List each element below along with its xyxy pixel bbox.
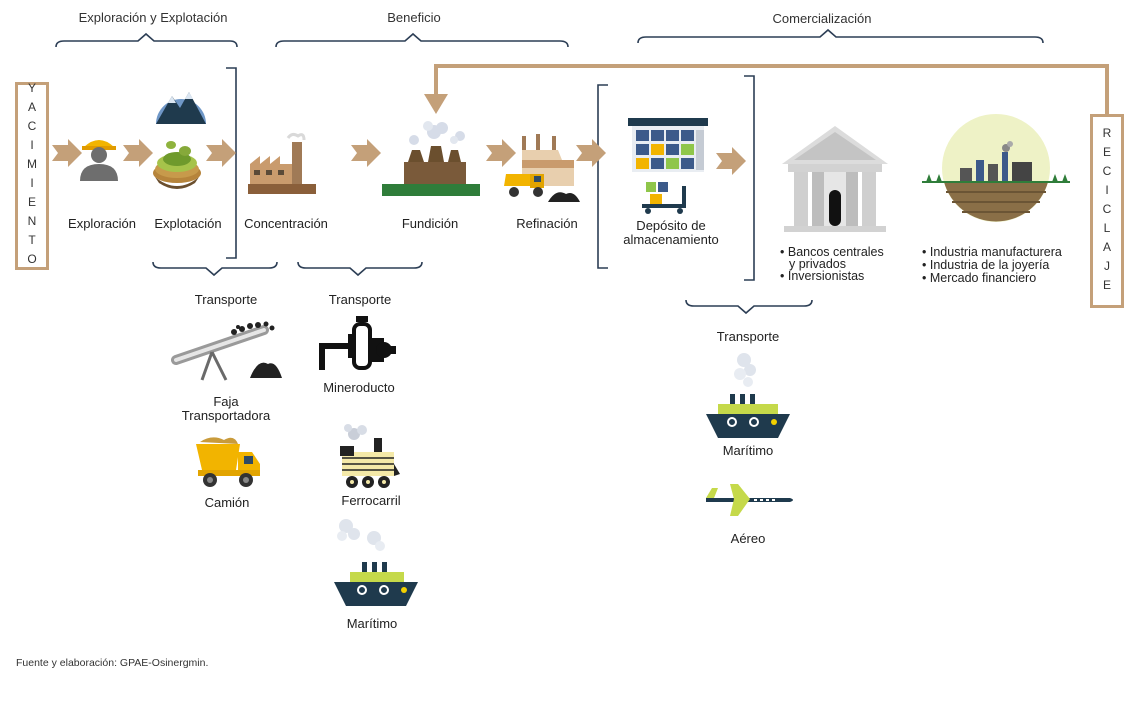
industry-bullet: • Industria manufacturera [922,245,1062,259]
yacimiento-label: YACIMIENTO [25,81,39,271]
train-icon [340,424,400,488]
yacimiento-box: YACIMIENTO [15,81,49,271]
brace-transporte-1 [152,261,278,277]
transport-label: Transporte [194,292,258,307]
bracket-deposito-left [597,84,608,269]
industry-bullet: • Mercado financiero [922,271,1037,285]
stage-label-deposito-line2: almacenamiento [623,232,719,247]
maritimo-label: Marítimo [722,443,774,458]
bancos-line2: y privados [789,257,846,271]
brace-transporte-2 [297,261,423,277]
conveyor-belt-icon [171,321,282,381]
flow-arrow-6 [576,139,606,167]
flow-arrow-2 [123,139,153,167]
concentration-plant-icon [248,132,316,194]
ship-icon [706,353,790,438]
camion-label: Camión [204,495,250,510]
flow-arrow-4 [351,139,381,167]
brace-beneficio [275,32,569,48]
header-exploracion-explotacion: Exploración y Explotación [78,10,228,25]
flow-arrow-3 [206,139,236,167]
stage-label-explotacion: Explotación [154,216,222,231]
reciclaje-label: RECICLAJE [1100,125,1114,297]
airplane-icon [706,484,793,516]
brace-comercializacion [637,28,1044,44]
industry-bullet: • Industria de la joyería [922,258,1050,272]
header-beneficio: Beneficio [387,10,441,25]
recycling-arrowhead [424,94,448,114]
stage-label-fundicion: Fundición [401,216,459,231]
stage-label-deposito-line1: Depósito de [636,218,706,233]
bracket-explotacion [226,67,237,259]
mineroducto-label: Mineroducto [323,380,395,395]
open-pit-icon [153,141,201,189]
flow-arrow-1 [52,139,82,167]
bracket-deposito-right [744,75,755,281]
dump-truck-icon [196,437,260,487]
brace-transporte-3 [685,299,813,315]
ship-icon [334,519,418,606]
recycling-loop-line [434,64,1109,116]
brace-exploracion [55,32,238,48]
transport-label: Transporte [716,329,780,344]
industry-icon [922,114,1070,222]
bancos-line1: Bancos centrales [787,245,884,259]
flow-arrow-5 [486,139,516,167]
miner-icon [80,140,118,181]
pipeline-pump-icon [319,316,396,370]
source-note: Fuente y elaboración: GPAE-Osinergmin. [16,657,209,669]
bancos-bullet: • Bancos centrales [780,245,884,259]
maritimo-label: Marítimo [346,616,398,631]
faja-label-line2: Transportadora [181,408,271,423]
stage-label-refinacion: Refinación [516,216,578,231]
ferrocarril-label: Ferrocarril [341,493,401,508]
mountains-icon [156,92,206,124]
refinery-icon [504,134,580,202]
faja-label-line1: Faja [213,394,239,409]
stage-label-exploracion: Exploración [68,216,136,231]
reciclaje-box: RECICLAJE [1090,114,1124,308]
inversionistas-label: Inversionistas [787,269,865,283]
stage-label-concentracion: Concentración [244,216,328,231]
bank-icon [782,126,888,232]
industry-label: Industria manufacturera [929,245,1062,259]
aereo-label: Aéreo [730,531,766,546]
warehouse-icon [628,118,708,214]
smelter-icon [382,121,480,196]
industry-label: Industria de la joyería [929,258,1050,272]
industry-label: Mercado financiero [929,271,1037,285]
header-comercializacion: Comercialización [772,11,872,26]
inversionistas-bullet: • Inversionistas [780,269,865,283]
flow-arrow-7 [716,147,746,175]
transport-label: Transporte [328,292,392,307]
bancos-line2-row: y privados [789,257,846,271]
